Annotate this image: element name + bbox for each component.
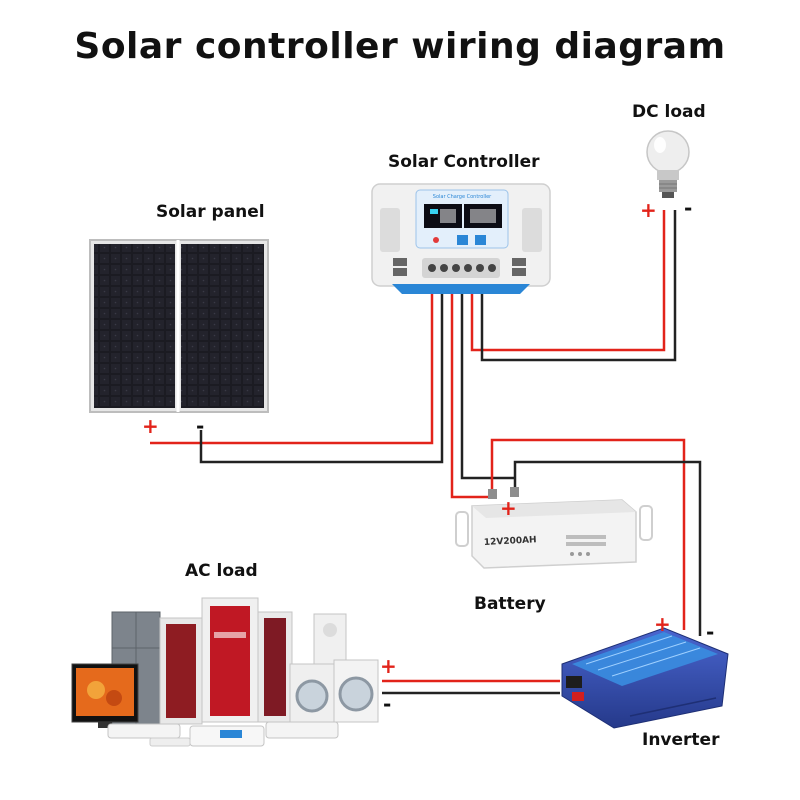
panel-negative-sign: - [196, 414, 205, 438]
dcload-negative-sign: - [684, 196, 693, 220]
inverter-icon [561, 627, 729, 729]
battery-icon: 12V200AH [455, 487, 653, 569]
ac-load-label: AC load [185, 561, 258, 581]
battery-positive-sign: + [500, 496, 517, 520]
wire-battery-negative [460, 282, 515, 480]
charge-controller-icon: Solar Charge Controller [371, 183, 551, 294]
solar-panel-icon [89, 239, 269, 413]
wire-inverter-negative [513, 460, 702, 636]
wires [150, 210, 702, 695]
light-bulb-icon [646, 130, 690, 198]
solar-panel-label: Solar panel [156, 202, 265, 222]
dcload-positive-sign: + [640, 198, 657, 222]
wire-dcload-positive [470, 210, 666, 352]
wire-inverter-positive [490, 438, 686, 630]
wire-panel-negative [199, 282, 444, 464]
acload-negative-sign: - [383, 692, 392, 716]
wire-battery-positive [450, 282, 492, 499]
wire-dcload-negative [480, 210, 677, 362]
panel-positive-sign: + [142, 414, 159, 438]
inverter-positive-sign: + [654, 612, 671, 636]
battery-label: Battery [474, 594, 546, 614]
inverter-label: Inverter [642, 730, 720, 750]
solar-controller-label: Solar Controller [388, 152, 540, 172]
dc-load-label: DC load [632, 102, 706, 122]
battery-rating-label: 12V200AH [484, 535, 537, 548]
inverter-negative-sign: - [706, 620, 715, 644]
diagram-title: Solar controller wiring diagram [74, 26, 726, 67]
appliances-icon [71, 597, 379, 747]
controller-screen-header: Solar Charge Controller [433, 194, 492, 200]
acload-positive-sign: + [380, 654, 397, 678]
wire-panel-positive [150, 282, 434, 445]
